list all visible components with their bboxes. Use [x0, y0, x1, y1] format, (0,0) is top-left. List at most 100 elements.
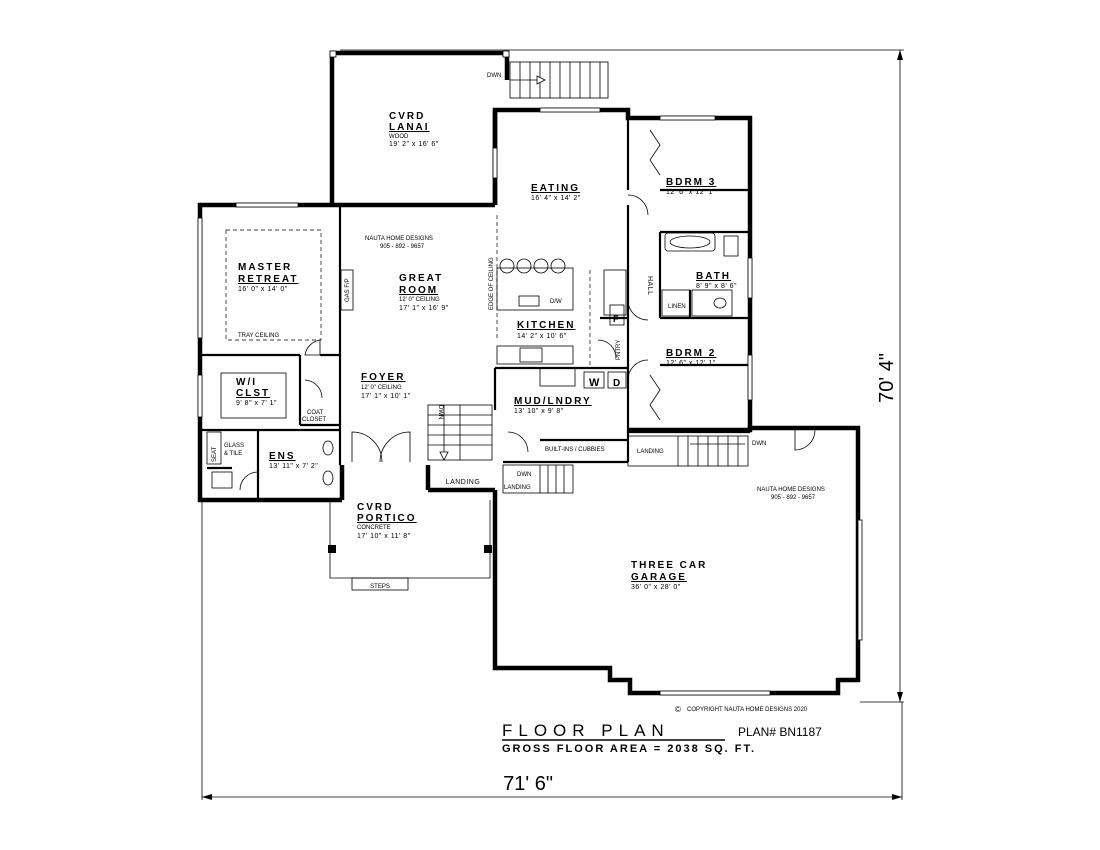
lanai-material: WOOD — [389, 134, 409, 140]
doors — [239, 194, 816, 491]
copyright-text: COPYRIGHT NAUTA HOME DESIGNS 2020 — [687, 707, 808, 713]
designer-phone-top: 905 - 892 - 9657 — [380, 244, 425, 250]
main-stairs-dwn-label: DWN — [437, 405, 443, 419]
kitchen-dw-label: D/W — [550, 299, 562, 305]
room-lanai: CVRD LANAI WOOD 19' 2" x 16' 6" — [389, 111, 439, 148]
master-name-2: RETREAT — [238, 274, 298, 285]
designer-phone-garage: 905 - 892 - 9657 — [771, 495, 816, 501]
coat-line2: CLOSET — [302, 417, 326, 423]
kitchen-pantry-label: PNTRY — [616, 340, 622, 360]
wic-size: 9' 8" x 7' 1" — [236, 400, 277, 407]
copyright-symbol: © — [675, 705, 681, 714]
mud-name: MUD/LNDRY — [514, 396, 592, 407]
great-ceiling: 12' 0" CEILING — [399, 297, 440, 303]
lanai-name-2: LANAI — [389, 122, 430, 133]
ens-seat-label: SEAT — [212, 446, 218, 462]
foyer-size: 17' 1" x 10' 1" — [361, 393, 411, 400]
mud-size: 13' 10" x 9' 8" — [514, 408, 564, 415]
mud-landing-label: LANDING — [504, 485, 531, 491]
kitchen-name: KITCHEN — [517, 320, 575, 331]
master-tray-ceiling: TRAY CEILING — [238, 333, 279, 339]
washer-label: W — [589, 377, 600, 389]
room-mud: MUD/LNDRY 13' 10" x 9' 8" BUILT-INS / CU… — [514, 396, 605, 453]
dryer-label: D — [613, 378, 620, 389]
room-great: GREAT ROOM 12' 0" CEILING 17' 1" x 16' 9… — [399, 273, 449, 312]
tray-ceiling-outline — [225, 229, 322, 341]
foyer-ceiling: 12' 0" CEILING — [361, 385, 402, 391]
foyer-name: FOYER — [361, 372, 405, 383]
lanai-stairs — [509, 61, 609, 99]
linen-label: LINEN — [668, 304, 686, 310]
portico-name-1: CVRD — [357, 502, 393, 513]
eating-name: EATING — [531, 183, 580, 194]
garage-size: 36' 0" x 28' 0" — [631, 584, 681, 591]
designer-name-garage: NAUTA HOME DESIGNS — [757, 487, 825, 493]
title-floor-plan: FLOOR PLAN — [502, 721, 670, 740]
room-bath: BATH 8' 9" x 8' 6" — [696, 271, 737, 290]
windows — [197, 50, 863, 696]
lanai-name-1: CVRD — [389, 111, 425, 122]
room-ens: ENS 13' 11" x 7' 2" — [269, 451, 318, 470]
eating-size: 16' 4" x 14' 2" — [531, 195, 581, 202]
room-bdrm2: BDRM 2 12' 6" x 12' 1" — [666, 348, 716, 367]
dimension-lines — [201, 49, 904, 800]
lanai-size: 19' 2" x 16' 6" — [389, 141, 439, 148]
hall-label: HALL — [646, 276, 653, 296]
kitchen-fridge-label: F — [613, 314, 619, 324]
bdrm3-size: 12' 6" x 12' 1" — [666, 189, 716, 196]
room-foyer: FOYER 12' 0" CEILING 17' 1" x 10' 1" — [361, 372, 411, 400]
bath-fixtures — [661, 232, 739, 317]
ens-size: 13' 11" x 7' 2" — [269, 463, 318, 470]
great-size: 17' 1" x 16' 9" — [399, 305, 449, 312]
closet-doors — [220, 129, 661, 421]
designer-name-top: NAUTA HOME DESIGNS — [365, 236, 433, 242]
garage-landing-label: LANDING — [637, 449, 664, 455]
portico-steps-label: STEPS — [370, 584, 390, 590]
bdrm2-name: BDRM 2 — [666, 348, 716, 359]
ensuite-fixtures — [206, 431, 334, 489]
room-kitchen: KITCHEN 14' 2" x 10' 6" — [517, 320, 575, 340]
bdrm3-name: BDRM 3 — [666, 177, 716, 188]
mud-builtins: BUILT-INS / CUBBIES — [545, 447, 605, 453]
ens-name: ENS — [269, 451, 296, 462]
room-portico: CVRD PORTICO CONCRETE 17' 10" x 11' 8" — [357, 502, 417, 540]
main-landing-label: LANDING — [446, 479, 481, 486]
wic-name-2: CLST — [236, 388, 270, 399]
garage-stairs-dwn-label: DWN — [752, 441, 766, 447]
wic-name-1: W/I — [236, 377, 257, 388]
edge-of-ceiling-label: EDGE OF CEILING — [489, 257, 495, 310]
room-coat: COAT CLOSET — [302, 410, 326, 423]
room-master: MASTER RETREAT 16' 0" x 14' 0" TRAY CEIL… — [238, 262, 298, 339]
portico-material: CONCRETE — [357, 525, 391, 531]
portico-name-2: PORTICO — [357, 513, 417, 524]
room-wic: W/I CLST 9' 8" x 7' 1" — [236, 377, 277, 407]
kitchen-size: 14' 2" x 10' 6" — [517, 333, 567, 340]
dimension-depth: 70' 4" — [876, 353, 898, 403]
title-plan-number: PLAN# BN1187 — [738, 725, 822, 739]
exterior-walls — [197, 50, 861, 696]
title-gross-area: GROSS FLOOR AREA = 2038 SQ. FT. — [502, 743, 756, 755]
portico-outline — [328, 500, 492, 591]
main-stairs — [427, 404, 493, 461]
designer-credit-garage: NAUTA HOME DESIGNS 905 - 892 - 9657 — [757, 487, 825, 501]
great-name-1: GREAT — [399, 273, 443, 284]
room-bdrm3: BDRM 3 12' 6" x 12' 1" — [666, 177, 716, 196]
room-eating: EATING 16' 4" x 14' 2" — [531, 183, 581, 202]
room-garage: THREE CAR GARAGE 36' 0" x 28' 0" — [631, 560, 707, 591]
bdrm2-size: 12' 6" x 12' 1" — [666, 360, 716, 367]
coat-line1: COAT — [307, 410, 324, 416]
master-size: 16' 0" x 14' 0" — [238, 286, 288, 293]
designer-credit-top: NAUTA HOME DESIGNS 905 - 892 - 9657 — [365, 236, 433, 250]
mud-stairs — [502, 464, 574, 494]
bath-size: 8' 9" x 8' 6" — [696, 283, 737, 290]
dimension-width: 71' 6" — [503, 773, 553, 795]
garage-name-1: THREE CAR — [631, 560, 707, 571]
ens-glass-label1: GLASS — [224, 443, 244, 449]
portico-size: 17' 10" x 11' 8" — [357, 533, 411, 540]
bath-name: BATH — [696, 271, 731, 282]
master-name-1: MASTER — [238, 262, 292, 273]
gas-fireplace — [340, 269, 354, 311]
garage-stairs — [627, 435, 749, 467]
ens-glass-label2: & TILE — [224, 451, 242, 457]
